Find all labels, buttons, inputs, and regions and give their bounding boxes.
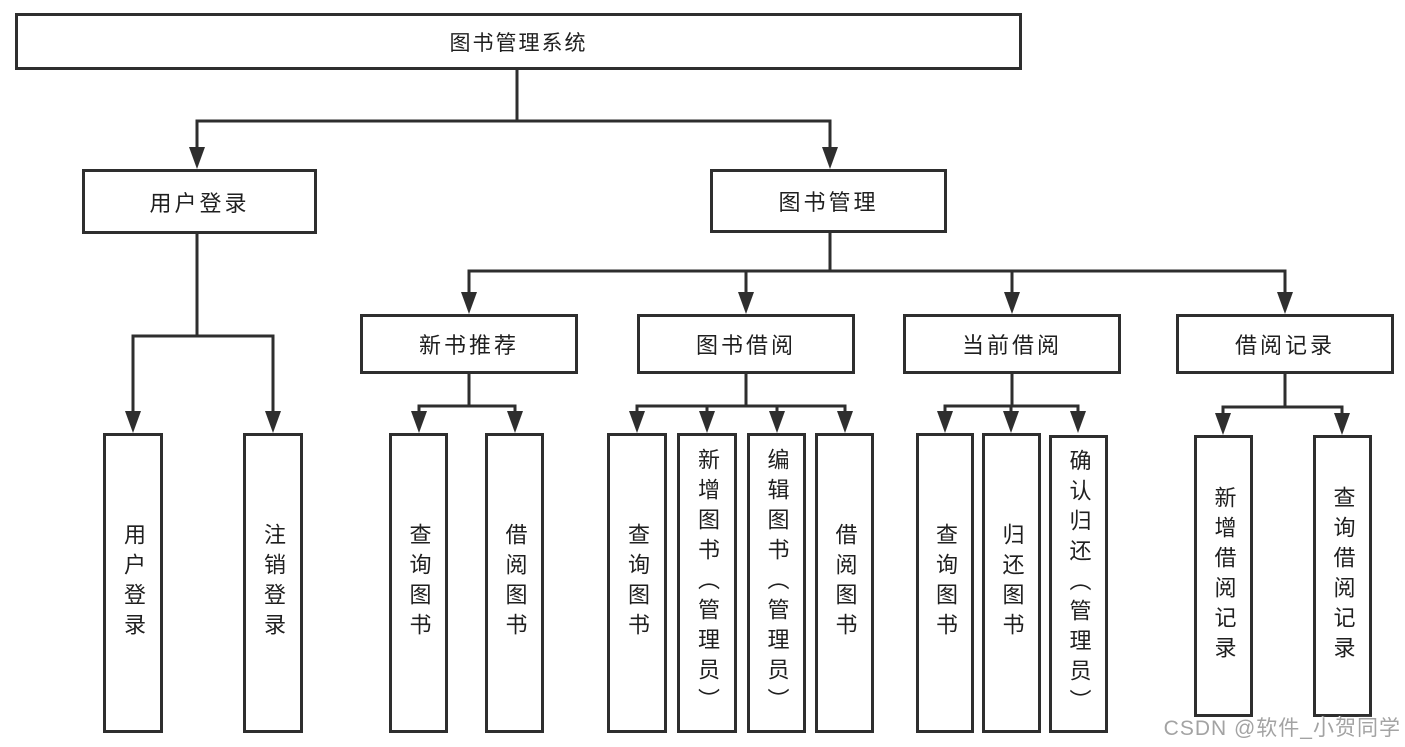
node-user-login-module: 用户登录 [82, 169, 317, 234]
leaf-nb-borrow-books-label: 借阅图书 [502, 523, 528, 643]
leaf-nb-query-books-label: 查询图书 [406, 523, 432, 643]
leaf-br-add-record: 新增借阅记录 [1194, 435, 1253, 717]
node-book-management-label: 图书管理 [778, 190, 879, 215]
leaf-br-query-record-label: 查询借阅记录 [1330, 486, 1356, 666]
node-root-system: 图书管理系统 [15, 13, 1022, 70]
leaf-cb-query-books-label: 查询图书 [933, 523, 958, 643]
leaf-bb-edit-books-admin: 编辑图书（管理员） [747, 433, 806, 733]
leaf-bb-add-books-admin-label: 新增图书（管理员） [695, 448, 720, 718]
leaf-cb-confirm-return-admin-label: 确认归还（管理员） [1066, 449, 1092, 719]
leaf-bb-add-books-admin: 新增图书（管理员） [677, 433, 737, 733]
leaf-br-query-record: 查询借阅记录 [1313, 435, 1372, 717]
node-book-management-module: 图书管理 [710, 169, 947, 233]
leaf-bb-query-books: 查询图书 [607, 433, 667, 733]
node-borrowing-records-label: 借阅记录 [1234, 333, 1335, 358]
node-book-borrowing: 图书借阅 [637, 314, 855, 374]
node-user-login-label: 用户登录 [149, 190, 250, 216]
leaf-bb-query-books-label: 查询图书 [625, 523, 650, 643]
leaf-cb-return-books-label: 归还图书 [999, 523, 1025, 643]
leaf-user-login: 用户登录 [103, 433, 163, 733]
leaf-nb-query-books: 查询图书 [389, 433, 448, 733]
leaf-bb-borrow-books-label: 借阅图书 [832, 523, 858, 643]
leaf-bb-edit-books-admin-label: 编辑图书（管理员） [764, 448, 790, 718]
node-current-borrowing-label: 当前借阅 [961, 333, 1062, 358]
node-book-borrowing-label: 图书借阅 [695, 333, 796, 358]
leaf-user-login-label: 用户登录 [121, 523, 146, 643]
csdn-watermark: CSDN @软件_小贺同学 [1163, 717, 1401, 740]
leaf-logout: 注销登录 [243, 433, 303, 733]
leaf-cb-query-books: 查询图书 [916, 433, 974, 733]
leaf-nb-borrow-books: 借阅图书 [485, 433, 544, 733]
node-borrowing-records: 借阅记录 [1176, 314, 1394, 374]
node-new-book-recommend-label: 新书推荐 [418, 333, 519, 358]
leaf-logout-label: 注销登录 [261, 523, 286, 643]
arrow-down-icons [125, 147, 1350, 435]
leaf-br-add-record-label: 新增借阅记录 [1211, 486, 1237, 666]
leaf-cb-return-books: 归还图书 [982, 433, 1041, 733]
node-root-label: 图书管理系统 [449, 31, 588, 55]
leaf-cb-confirm-return-admin: 确认归还（管理员） [1049, 435, 1108, 733]
node-current-borrowing: 当前借阅 [903, 314, 1121, 374]
node-new-book-recommend: 新书推荐 [360, 314, 578, 374]
leaf-bb-borrow-books: 借阅图书 [815, 433, 874, 733]
